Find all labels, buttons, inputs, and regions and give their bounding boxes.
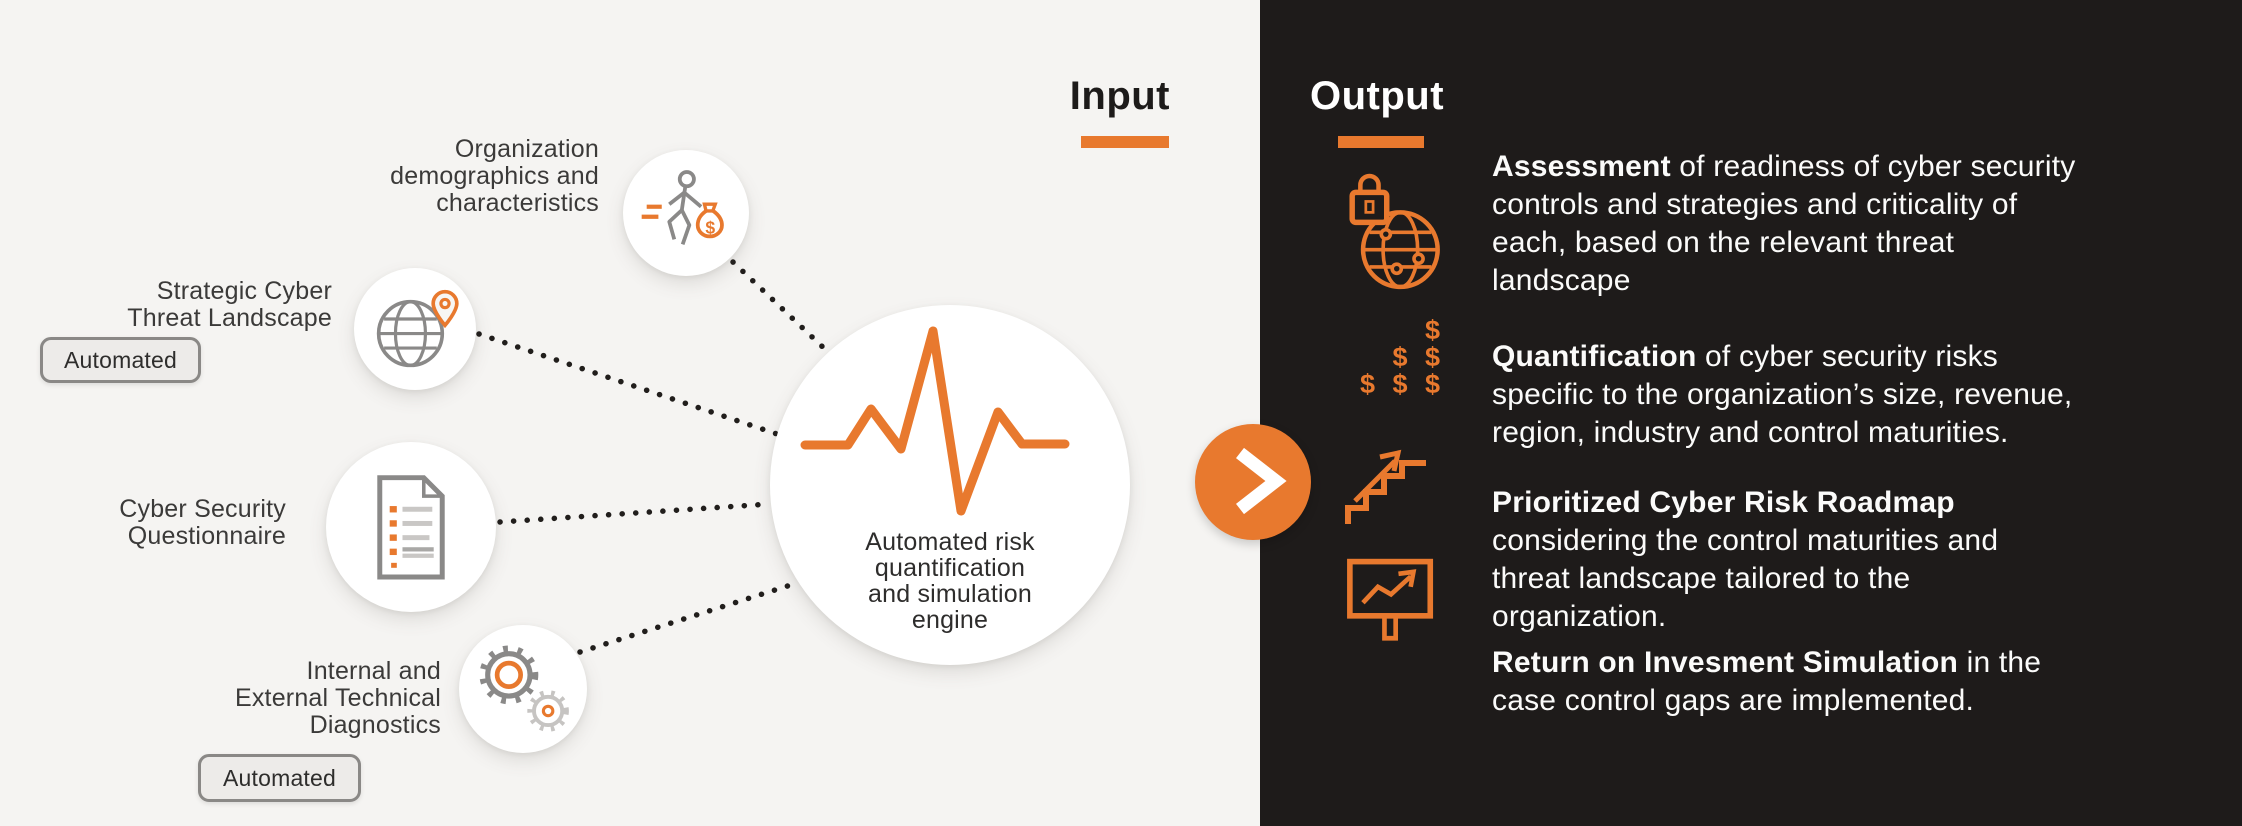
engine-circle: Automated risk quantification and simula… — [770, 305, 1130, 665]
output-text: threat landscape tailored to the — [1492, 562, 1911, 595]
automated-badge-threat-landscape: Automated — [40, 337, 201, 383]
input-icon-circle-demographics: $ — [623, 150, 749, 276]
input-icon-circle-threat-landscape — [354, 268, 476, 390]
output-text: considering the control maturities and — [1492, 524, 1999, 557]
output-text: of readiness of cyber security — [1670, 150, 2076, 183]
flow-arrow-circle — [1195, 424, 1311, 540]
input-label-questionnaire: Cyber Security Questionnaire — [119, 496, 286, 550]
input-label-demographics: Organization demographics and characteri… — [390, 136, 599, 217]
output-text: of cyber security risks — [1696, 340, 1999, 373]
automated-badge-diagnostics: Automated — [198, 754, 361, 802]
input-icon-circle-questionnaire — [326, 442, 496, 612]
pulse-waveform-icon — [800, 326, 1070, 516]
label-line: Cyber Security — [119, 495, 286, 523]
output-bold-text: Quantification — [1492, 340, 1697, 373]
label-line: Organization — [454, 135, 599, 163]
globe-location-icon — [376, 289, 459, 368]
label-line: Internal and — [306, 657, 441, 685]
dollar-row: $ $ $ — [1359, 369, 1440, 399]
output-item-roi-simulation: Return on Invesment Simulation in the ca… — [1492, 644, 2041, 720]
svg-text:$: $ — [705, 217, 715, 237]
label-line: Diagnostics — [309, 711, 441, 739]
label-line: and simulation — [867, 580, 1032, 608]
label-line: Questionnaire — [127, 522, 286, 550]
engine-label: Automated risk quantification and simula… — [770, 529, 1130, 633]
input-icon-circle-diagnostics — [459, 625, 587, 753]
output-bold-text: Return on Invesment Simulation — [1492, 646, 1959, 679]
label-line: engine — [911, 606, 989, 634]
dollar-row: $ — [1424, 315, 1440, 345]
label-line: characteristics — [436, 189, 599, 217]
output-item-quantification: Quantification of cyber security risks s… — [1492, 338, 2072, 452]
output-text: organization. — [1492, 600, 1667, 633]
output-text: landscape — [1492, 264, 1631, 297]
roi-signboard-icon — [1347, 558, 1434, 641]
output-text: region, industry and control maturities. — [1492, 416, 2009, 449]
chevron-right-icon — [1236, 447, 1287, 515]
output-section-title: Output — [1310, 74, 1445, 118]
label-line: quantification — [874, 554, 1026, 582]
input-title-underline — [1081, 136, 1169, 148]
gears-icon — [479, 645, 569, 732]
label-line: Threat Landscape — [127, 304, 332, 332]
output-bold-text: Assessment — [1492, 150, 1671, 183]
label-line: External Technical — [234, 684, 441, 712]
output-text: in the — [1958, 646, 2042, 679]
connector-questionnaire-line — [497, 501, 773, 525]
output-item-roadmap: Prioritized Cyber Risk Roadmap consideri… — [1492, 484, 1998, 636]
output-text: each, based on the relevant threat — [1492, 226, 1955, 259]
running-person-money-icon: $ — [641, 170, 724, 245]
dollar-pyramid-icon: $ $ $ $ $ $ — [1334, 317, 1440, 398]
input-label-threat-landscape: Strategic Cyber Threat Landscape — [127, 278, 332, 332]
output-item-assessment: Assessment of readiness of cyber securit… — [1492, 148, 2075, 300]
questionnaire-document-icon — [377, 475, 445, 580]
output-title-underline — [1338, 136, 1424, 148]
secure-globe-icon — [1349, 173, 1440, 290]
connector-diagnostics-line — [577, 580, 800, 655]
label-line: Strategic Cyber — [156, 277, 332, 305]
label-line: demographics and — [390, 162, 599, 190]
ascending-stairs-icon — [1345, 449, 1426, 524]
output-text: specific to the organization’s size, rev… — [1492, 378, 2073, 411]
input-section-title: Input — [1069, 74, 1170, 118]
output-text: case control gaps are implemented. — [1492, 684, 1975, 717]
connector-threat-landscape-line — [476, 331, 780, 437]
output-text: controls and strategies and criticality … — [1492, 188, 2018, 221]
input-label-diagnostics: Internal and External Technical Diagnost… — [235, 658, 441, 739]
dollar-row: $ $ — [1392, 342, 1440, 372]
output-bold-text: Prioritized Cyber Risk Roadmap — [1492, 486, 1955, 519]
label-line: Automated risk — [865, 528, 1035, 556]
